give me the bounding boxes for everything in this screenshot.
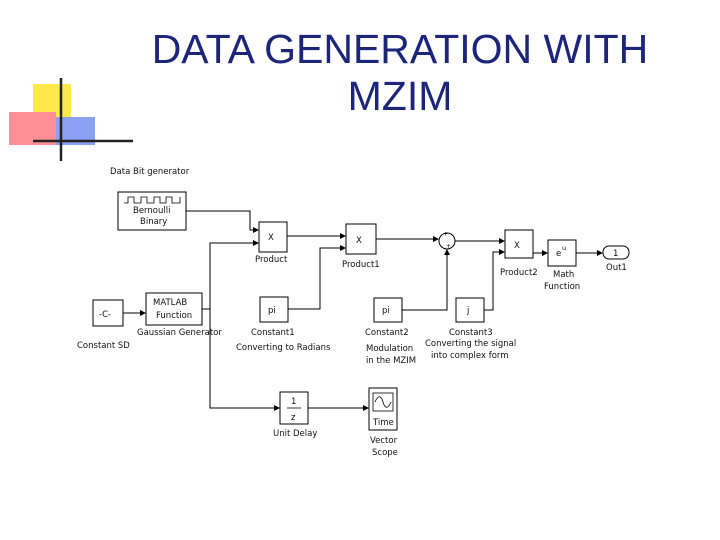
constant3-caption: Constant3 — [449, 328, 493, 338]
product-block[interactable]: X Product — [255, 221, 288, 265]
product2-symbol: X — [514, 241, 520, 251]
math-fn-caption1: Math — [553, 270, 574, 280]
constant2-caption: Constant2 — [365, 328, 409, 338]
deco-red-square — [9, 112, 56, 145]
math-function-block[interactable]: e u Math Function — [544, 239, 580, 292]
vector-scope-block[interactable]: Time Vector Scope — [368, 387, 398, 458]
product1-block[interactable]: X Product1 — [342, 223, 380, 270]
product2-block[interactable]: X Product2 — [500, 229, 538, 278]
unit-delay-numerator: 1 — [291, 397, 296, 407]
product2-caption: Product2 — [500, 268, 538, 278]
constant3-block[interactable]: j Constant3 Converting the signal into c… — [425, 297, 516, 361]
deco-red-glow — [9, 112, 56, 145]
constant1-caption: Constant1 — [251, 328, 295, 338]
sum-block[interactable]: + + — [438, 231, 456, 250]
matlab-fn-caption: Gaussian Generator — [137, 328, 222, 338]
matlab-function-block[interactable]: MATLAB Function Gaussian Generator — [137, 292, 222, 338]
constant2-note1: Modulation — [366, 344, 413, 354]
math-fn-caption2: Function — [544, 282, 580, 292]
math-fn-symbol: e — [556, 249, 561, 259]
bernoulli-label2: Binary — [140, 217, 167, 227]
unit-delay-caption: Unit Delay — [273, 429, 317, 439]
out1-port[interactable]: 1 Out1 — [602, 245, 630, 273]
matlab-fn-label2: Function — [156, 311, 192, 321]
product1-caption: Product1 — [342, 260, 380, 270]
sum-sign2: + — [446, 243, 451, 250]
signal-wires — [123, 210, 603, 411]
unit-delay-block[interactable]: 1 z Unit Delay — [273, 391, 317, 439]
matlab-fn-label1: MATLAB — [153, 298, 187, 308]
constant-sd-caption: Constant SD — [77, 341, 130, 351]
bernoulli-header: Data Bit generator — [110, 167, 190, 177]
unit-delay-denominator: z — [291, 413, 296, 423]
constant1-symbol: pi — [268, 306, 276, 316]
bernoulli-label1: Bernoulli — [133, 206, 170, 216]
scope-wave-icon — [374, 396, 392, 408]
slide-decoration — [9, 78, 133, 161]
slide-title-line1: DATA GENERATION WITH — [151, 26, 649, 72]
constant2-symbol: pi — [382, 306, 390, 316]
bernoulli-pulse-icon — [124, 196, 181, 204]
constant3-symbol: j — [466, 306, 469, 316]
out1-caption: Out1 — [606, 263, 627, 273]
product1-symbol: X — [356, 236, 362, 246]
scope-caption1: Vector — [370, 436, 398, 446]
constant-sd-block[interactable]: -C- Constant SD — [77, 299, 130, 351]
bernoulli-block[interactable]: Data Bit generator Bernoulli Binary — [110, 167, 190, 231]
slide-title: DATA GENERATION WITH MZIM — [100, 26, 700, 120]
constant3-note2: into complex form — [431, 351, 509, 361]
slide-title-line2: MZIM — [347, 73, 453, 119]
math-fn-superscript: u — [562, 244, 566, 252]
scope-caption2: Scope — [372, 448, 398, 458]
constant-sd-symbol: -C- — [99, 310, 111, 320]
constant3-note1: Converting the signal — [425, 339, 516, 349]
constant1-block[interactable]: pi Constant1 Converting to Radians — [236, 296, 331, 353]
product-caption: Product — [255, 255, 288, 265]
constant2-block[interactable]: pi Constant2 Modulation in the MZIM — [365, 297, 416, 366]
scope-sublabel: Time — [372, 418, 394, 428]
constant1-note: Converting to Radians — [236, 343, 331, 353]
constant2-note2: in the MZIM — [366, 356, 416, 366]
out1-symbol: 1 — [613, 249, 618, 259]
sum-sign1: + — [443, 231, 448, 238]
product-symbol: X — [268, 233, 274, 243]
